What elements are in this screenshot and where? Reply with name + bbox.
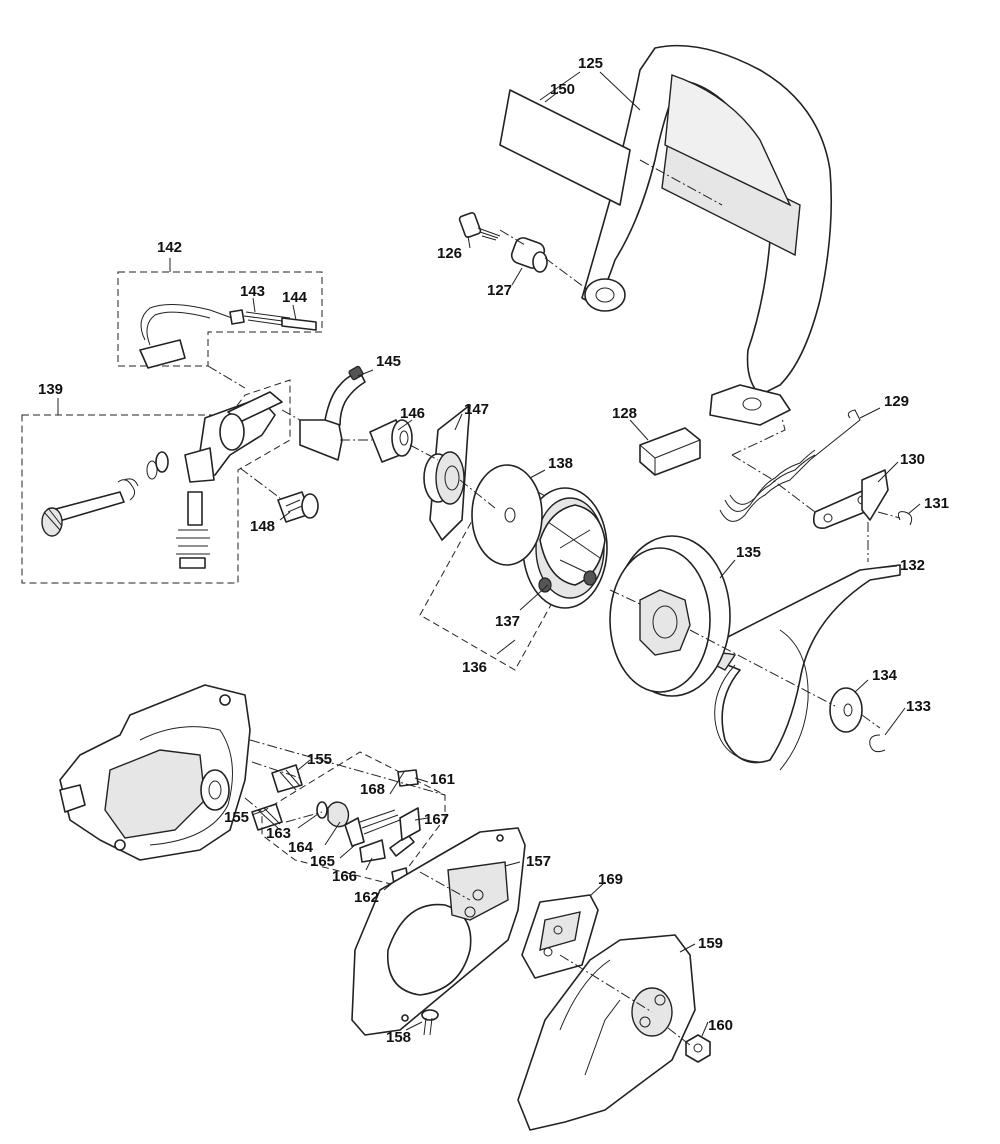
washer-163 [316, 801, 328, 819]
alignment-lines [207, 159, 901, 1046]
screw-158 [421, 1009, 439, 1036]
nut-160 [685, 1034, 711, 1063]
oil-line-group-142 [117, 271, 323, 369]
callout-145: 145 [376, 353, 401, 370]
callout-146: 146 [400, 405, 425, 422]
callout-137: 137 [495, 613, 520, 630]
clip-133 [869, 734, 886, 753]
callout-126: 126 [437, 245, 462, 262]
callout-125: 125 [578, 55, 603, 72]
callout-147: 147 [464, 401, 489, 418]
brake-lever-130 [812, 469, 889, 529]
clip-131 [897, 511, 913, 526]
oil-pump-group-139 [21, 379, 291, 584]
washer-138 [471, 464, 543, 566]
callout-162: 162 [354, 889, 379, 906]
clutch-assembly-136 [419, 469, 608, 671]
sleeve-127 [510, 237, 548, 273]
chain-cover-159 [517, 934, 696, 1131]
callout-164: 164 [288, 839, 314, 856]
callout-148: 148 [250, 518, 275, 535]
callout-150: 150 [550, 81, 575, 98]
washer-134 [829, 687, 863, 733]
callout-135: 135 [736, 544, 761, 561]
callout-133: 133 [906, 698, 931, 715]
callout-138: 138 [548, 455, 573, 472]
callout-130: 130 [900, 451, 925, 468]
callout-132: 132 [900, 557, 925, 574]
rubber-block-128 [639, 427, 701, 476]
callout-numbers: 125 126 127 128 129 130 131 132 133 134 … [38, 55, 949, 1046]
callout-166: 166 [332, 868, 357, 885]
brake-spring-129 [719, 409, 861, 522]
bushing-146 [369, 419, 413, 463]
oil-pump-147 [423, 404, 471, 541]
callout-139: 139 [38, 381, 63, 398]
side-plate-157 [351, 827, 526, 1036]
callout-159: 159 [698, 935, 723, 952]
oil-hose-145 [299, 365, 366, 461]
callout-157: 157 [526, 853, 551, 870]
screw-126 [458, 211, 501, 241]
callout-168: 168 [360, 781, 385, 798]
callout-136: 136 [462, 659, 487, 676]
clutch-drum-135 [609, 535, 731, 697]
callout-142: 142 [157, 239, 182, 256]
plate-169 [521, 894, 599, 979]
callout-134: 134 [872, 667, 898, 684]
callout-155-lower: 155 [224, 809, 249, 826]
crankcase [59, 684, 251, 861]
screw-148 [277, 491, 319, 523]
callout-158: 158 [386, 1029, 411, 1046]
stud-155-upper [271, 764, 303, 793]
callout-143: 143 [240, 283, 265, 300]
warning-label [499, 89, 631, 206]
callout-161: 161 [430, 771, 455, 788]
callout-127: 127 [487, 282, 512, 299]
callout-165: 165 [310, 853, 335, 870]
tensioner-group-161 [261, 751, 446, 886]
callout-131: 131 [924, 495, 949, 512]
callout-128: 128 [612, 405, 637, 422]
front-hand-guard [581, 44, 833, 426]
callout-163: 163 [266, 825, 291, 842]
callout-129: 129 [884, 393, 909, 410]
callout-155-upper: 155 [307, 751, 332, 768]
callout-160: 160 [708, 1017, 733, 1034]
callout-169: 169 [598, 871, 623, 888]
callout-144: 144 [282, 289, 308, 306]
leader-lines [57, 71, 921, 1037]
callout-167: 167 [424, 811, 449, 828]
